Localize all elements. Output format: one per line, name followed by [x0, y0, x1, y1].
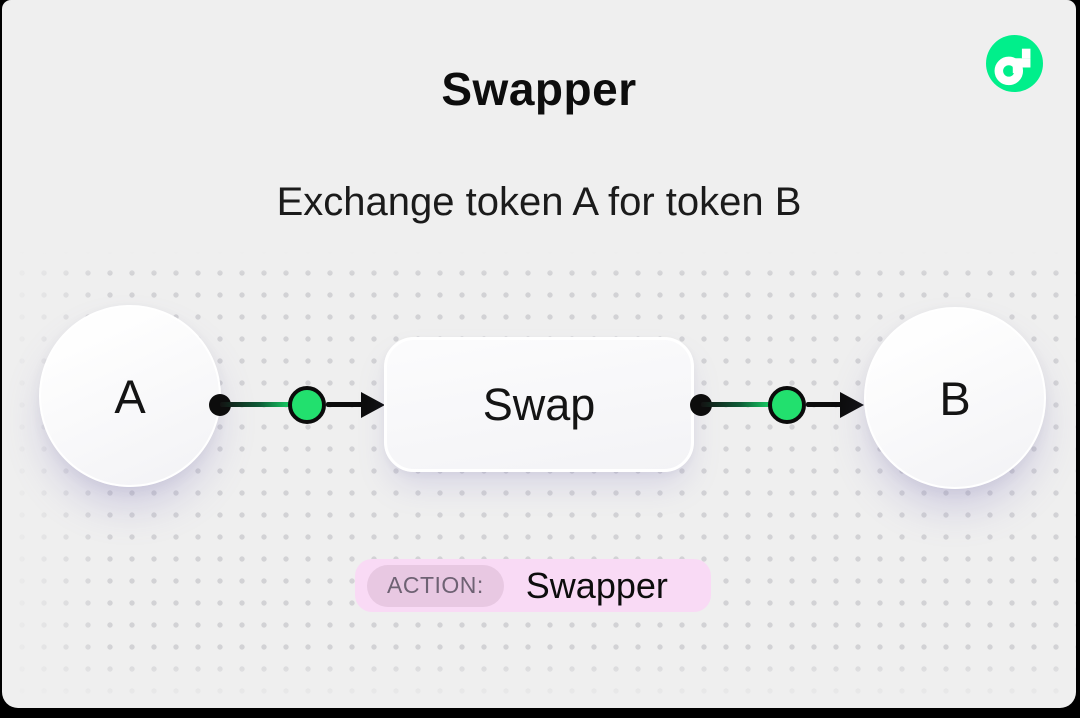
connector-right-port-icon	[768, 386, 806, 424]
page-title: Swapper	[441, 63, 637, 115]
swap-node: Swap	[384, 337, 694, 472]
flow-logo-icon	[986, 35, 1043, 92]
connector-right-line-end	[806, 402, 845, 407]
connector-left-port-icon	[288, 386, 326, 424]
arrowhead-right-icon	[840, 392, 864, 418]
action-badge-label: ACTION:	[367, 564, 504, 607]
token-b-node: B	[864, 307, 1046, 489]
token-a-node: A	[39, 305, 221, 487]
token-b-label: B	[939, 371, 971, 425]
connector-left-line-end	[326, 402, 366, 407]
token-a-label: A	[114, 369, 146, 423]
page-subtitle: Exchange token A for token B	[276, 180, 802, 224]
arrowhead-left-icon	[361, 392, 385, 418]
action-badge-value: Swapper	[525, 564, 668, 606]
connector-right-line	[701, 402, 788, 407]
swap-node-label: Swap	[482, 378, 596, 430]
connector-left-line	[220, 402, 308, 407]
action-badge: ACTION: Swapper	[355, 559, 711, 612]
